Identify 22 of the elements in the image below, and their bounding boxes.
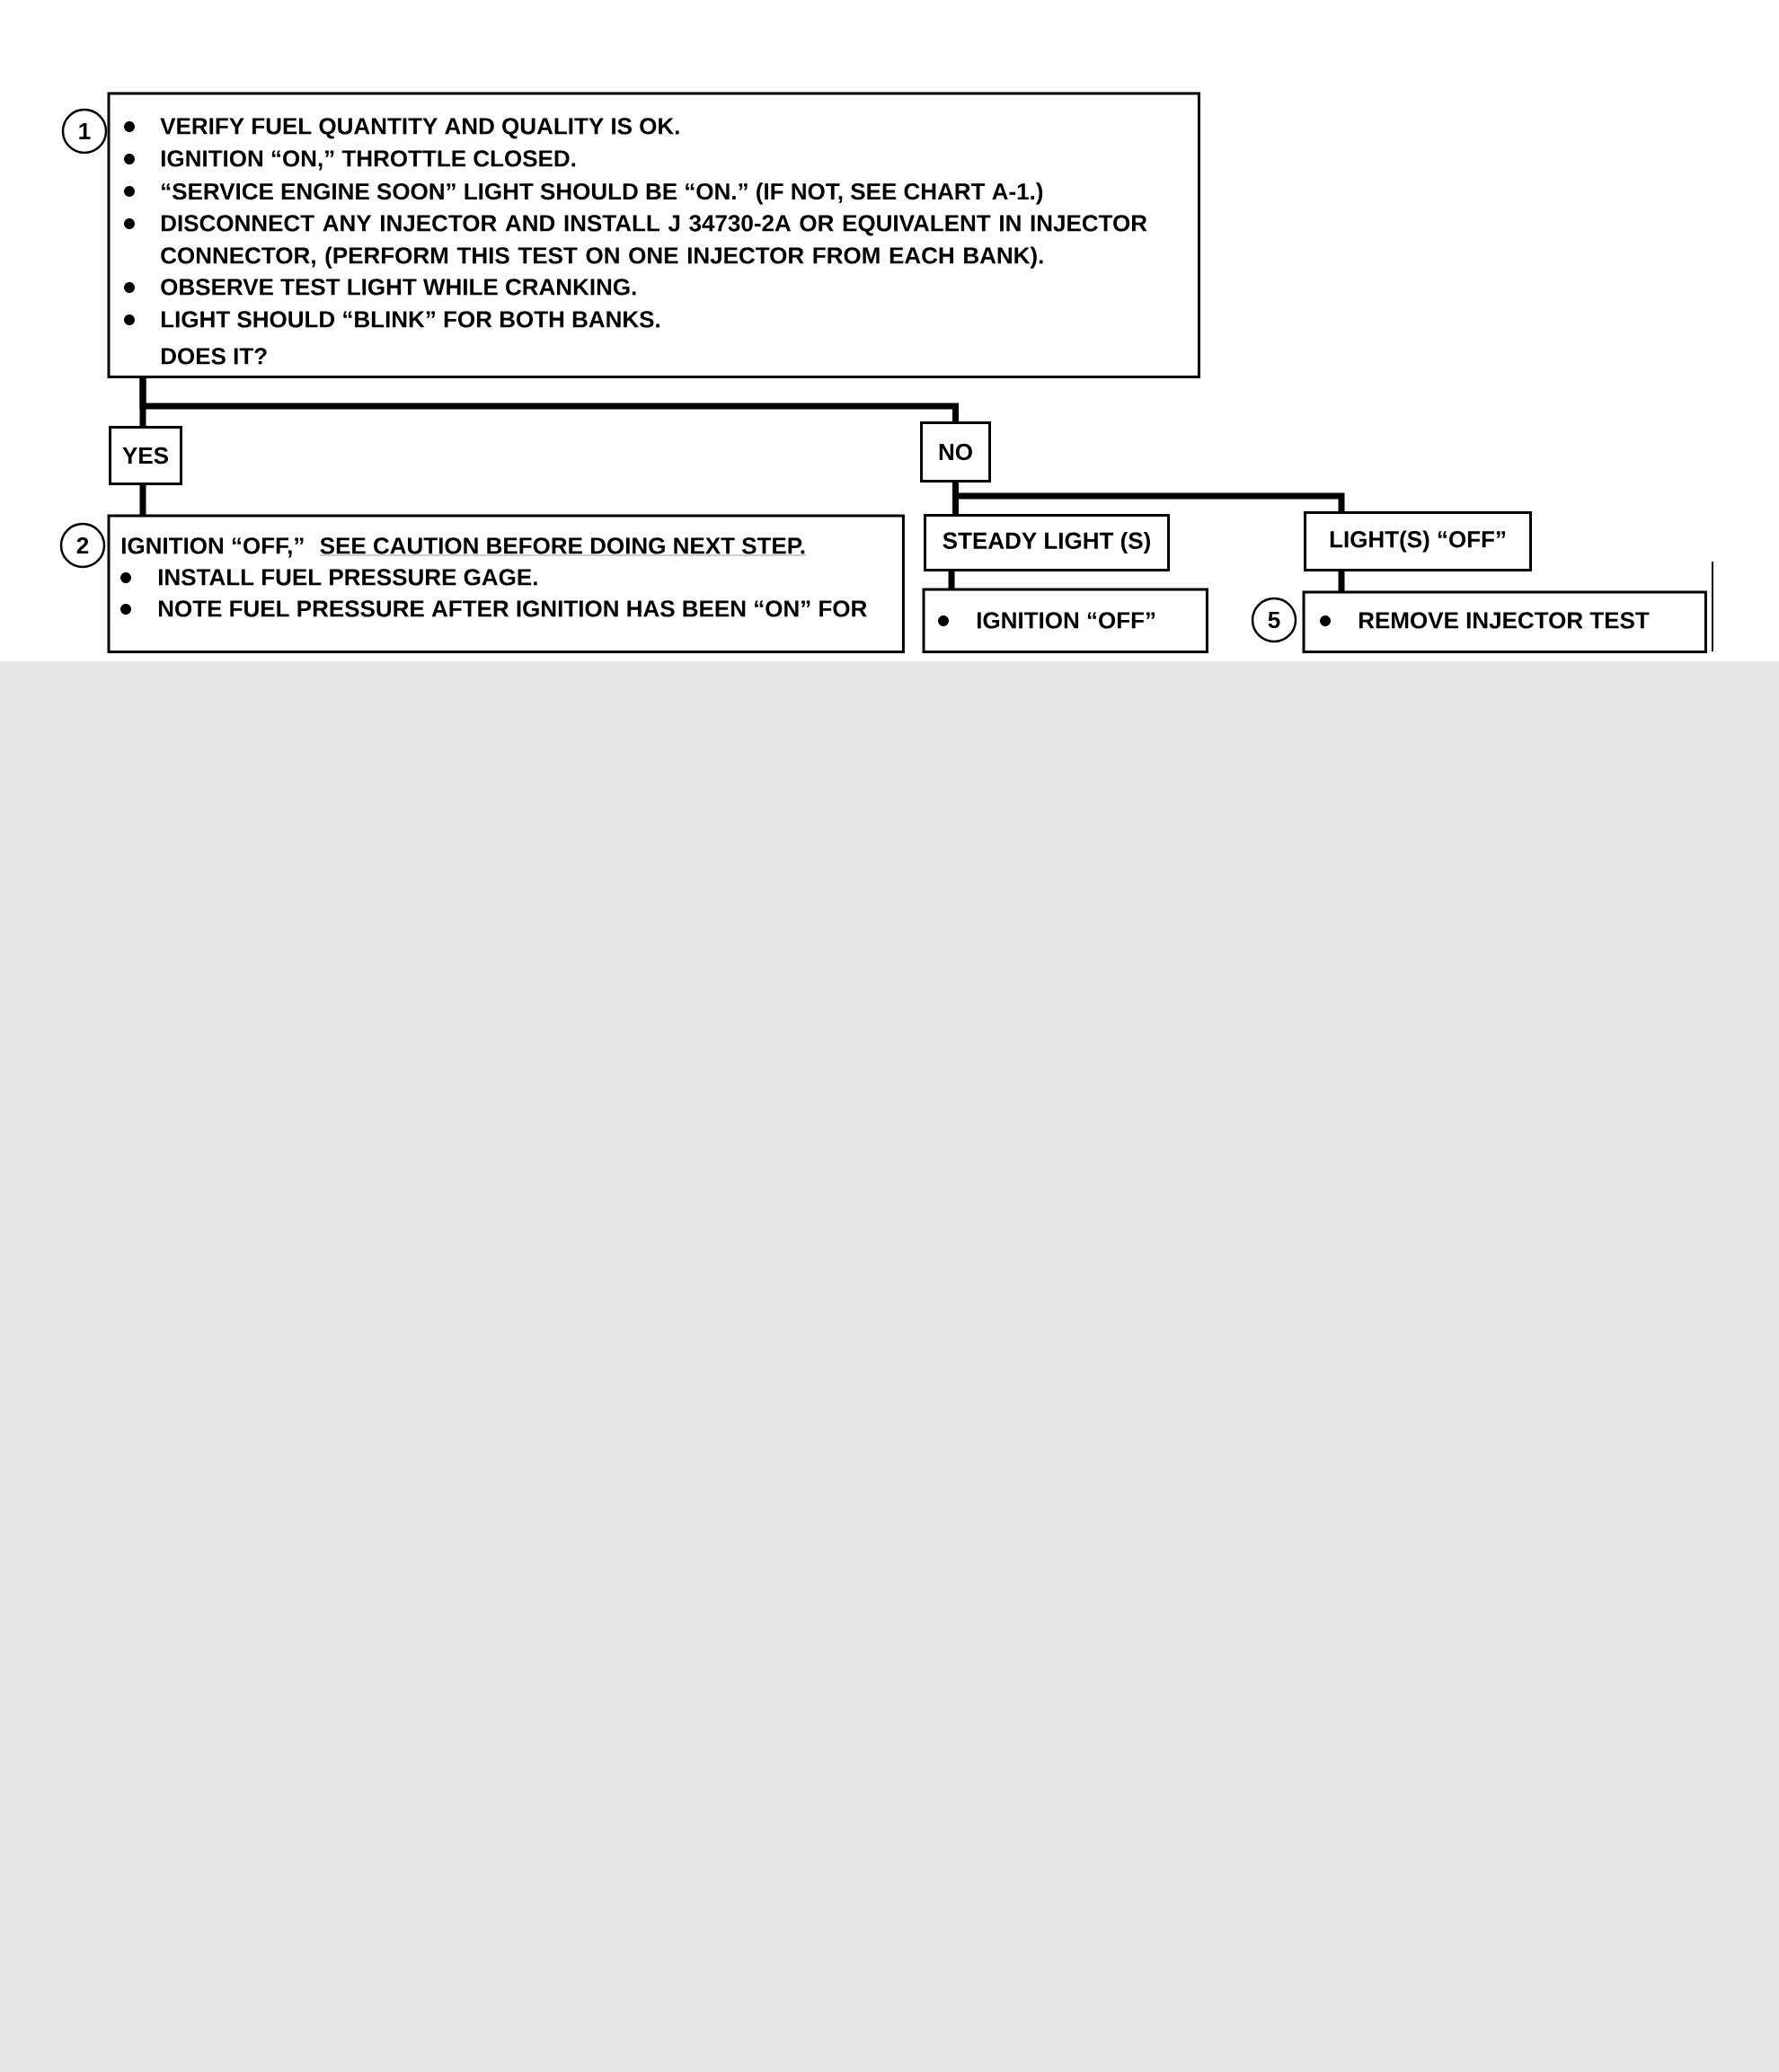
step-number: 2 <box>59 522 106 569</box>
branch-label-box: NO <box>920 421 991 483</box>
instruction-text: REMOVE INJECTOR TEST <box>1359 612 1650 629</box>
instruction-text: DISCONNECT ANY INJECTOR AND INSTALL J 34730-2A OR EQUIVALENT IN INJECTOR CONNECTOR, (PERFORM THIS TEST ON ONE INJECTOR FROM EACH BANK). <box>161 215 1147 269</box>
step-number: 1 <box>61 108 108 155</box>
instruction-text: DOES IT? <box>161 348 267 365</box>
instruction-text: OBSERVE TEST LIGHT WHILE CRANKING. <box>161 279 636 296</box>
instruction-text: INSTALL FUEL PRESSURE GAGE. <box>158 569 537 586</box>
instruction-text: VERIFY FUEL QUANTITY AND QUALITY IS OK. <box>160 118 679 139</box>
instruction-text: IGNITION “OFF” <box>977 612 1155 629</box>
condition-box: LIGHT(S) “OFF” <box>1304 511 1532 571</box>
connector-line <box>952 496 959 514</box>
instruction-text: NOTE FUEL PRESSURE AFTER IGNITION HAS BEEN “ON” FOR <box>158 600 867 617</box>
instruction-text: “SERVICE ENGINE SOON” LIGHT SHOULD BE “ON.” (IF NOT, SEE CHART A-1.) <box>162 182 1043 205</box>
branch-label-box: YES <box>109 426 182 485</box>
instruction-text: IGNITION “ON,” THROTTLE CLOSED. <box>161 150 576 171</box>
instruction-text: IGNITION “OFF,” <box>121 537 304 558</box>
connector-line <box>139 376 959 421</box>
instruction-text: LIGHT SHOULD “BLINK” FOR BOTH BANKS. <box>161 311 659 328</box>
instruction-text: SEE CAUTION BEFORE DOING NEXT STEP. <box>319 537 807 556</box>
step-number: 5 <box>1251 597 1297 643</box>
condition-box: STEADY LIGHT (S) <box>924 514 1170 571</box>
